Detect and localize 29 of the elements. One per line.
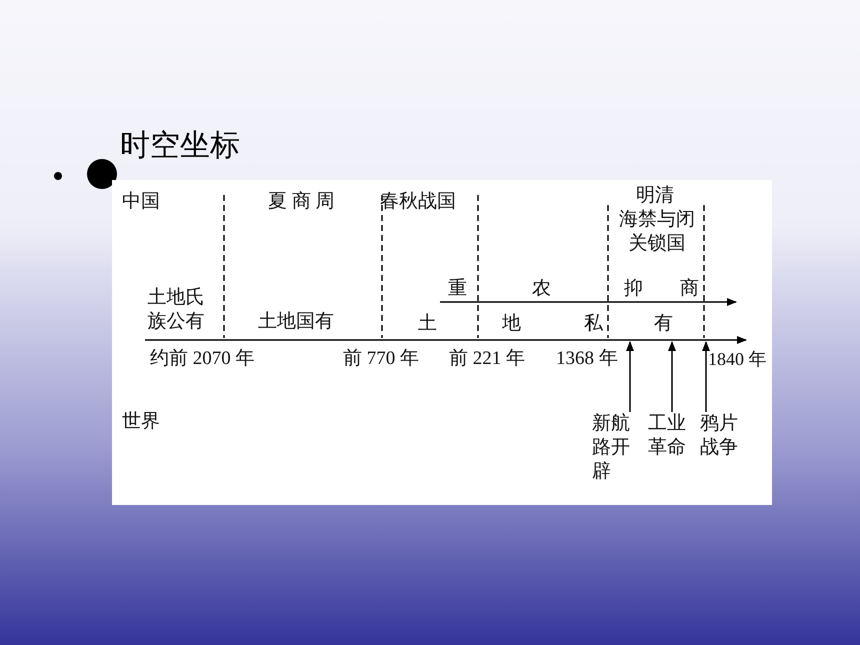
arrow xyxy=(668,341,676,412)
year-label: 1368 年 xyxy=(556,347,618,371)
policy-label: 海禁与闭关锁国 xyxy=(618,208,696,256)
land-system-char: 有 xyxy=(654,312,673,336)
land-system-char: 地 xyxy=(502,312,521,336)
timeline-axis xyxy=(145,336,747,344)
arrow xyxy=(702,341,710,412)
land-system-label: 土地氏族公有 xyxy=(146,286,206,334)
policy-char: 重 xyxy=(448,277,467,301)
policy-char: 商 xyxy=(680,277,699,301)
slide-title: 时空坐标 xyxy=(120,128,240,164)
event-label: 新航路开辟 xyxy=(592,412,632,484)
period-label: 春秋战国 xyxy=(380,190,456,214)
year-label: 1840 年 xyxy=(708,348,766,371)
region-label: 中国 xyxy=(122,190,160,214)
arrow xyxy=(626,341,634,412)
event-label: 鸦片战争 xyxy=(700,412,740,460)
year-label: 约前 2070 年 xyxy=(150,347,254,371)
land-system-label: 土地国有 xyxy=(258,310,334,334)
year-label: 前 770 年 xyxy=(343,347,419,371)
land-system-char: 私 xyxy=(584,312,603,336)
region-label: 世界 xyxy=(122,410,160,434)
event-label: 工业革命 xyxy=(648,412,688,460)
year-label: 前 221 年 xyxy=(449,347,525,371)
period-label: 夏 商 周 xyxy=(268,190,334,214)
policy-char: 农 xyxy=(532,277,551,301)
land-system-char: 土 xyxy=(418,312,437,336)
period-label: 明清 xyxy=(636,184,674,208)
policy-char: 抑 xyxy=(624,277,643,301)
